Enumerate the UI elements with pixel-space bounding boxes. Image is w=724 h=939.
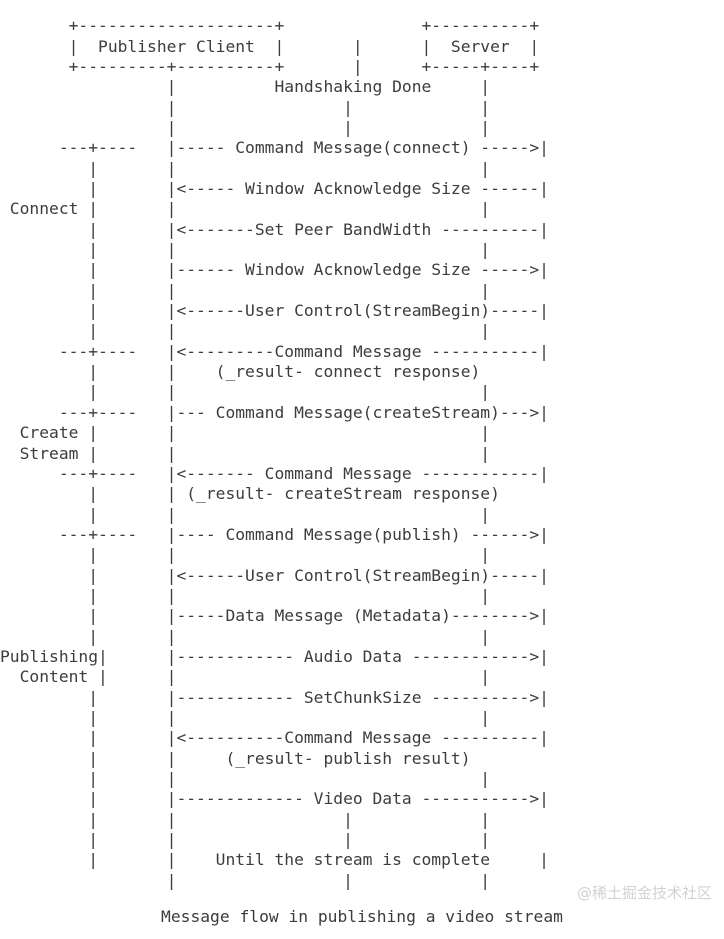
ascii-row: | | | xyxy=(0,769,491,789)
ascii-row: Publishing| |------------ Audio Data ---… xyxy=(0,646,549,666)
ascii-row: | |<----------Command Message ----------… xyxy=(0,728,549,748)
ascii-row: | | (_result- connect response) xyxy=(0,362,481,382)
ascii-sequence-diagram: +--------------------+ +----------+ | Pu… xyxy=(0,16,724,891)
ascii-row: | | | xyxy=(0,97,491,117)
ascii-row: | | | xyxy=(0,118,491,138)
ascii-row: | | | xyxy=(0,626,491,646)
ascii-row: Create | | | xyxy=(0,423,491,443)
ascii-row: | | | | xyxy=(0,830,491,850)
ascii-row: ---+---- |<------- Command Message -----… xyxy=(0,463,549,483)
ascii-row: Connect | | | xyxy=(0,199,491,219)
ascii-row: | |------------ SetChunkSize ---------->… xyxy=(0,687,549,707)
ascii-row: | | | xyxy=(0,382,491,402)
ascii-row: ---+---- |----- Command Message(connect)… xyxy=(0,138,549,158)
ascii-row: | | | xyxy=(0,707,491,727)
ascii-row: ---+---- |--- Command Message(createStre… xyxy=(0,402,549,422)
ascii-row: | |<------User Control(StreamBegin)-----… xyxy=(0,301,549,321)
ascii-row: | | Until the stream is complete | xyxy=(0,850,549,870)
community-watermark: @稀土掘金技术社区 xyxy=(576,884,712,902)
ascii-row: +---------+----------+ | +-----+----+ xyxy=(0,56,540,76)
ascii-row: | |<----- Window Acknowledge Size ------… xyxy=(0,179,549,199)
ascii-row: | | | xyxy=(0,585,491,605)
ascii-row: | | | xyxy=(0,870,491,890)
ascii-row: | | | xyxy=(0,280,491,300)
ascii-row: | |<-------Set Peer BandWidth ----------… xyxy=(0,219,549,239)
ascii-row: | | | xyxy=(0,504,491,524)
ascii-row: | |<------User Control(StreamBegin)-----… xyxy=(0,565,549,585)
ascii-row: | |------ Window Acknowledge Size ----->… xyxy=(0,260,549,280)
ascii-row: | |-----Data Message (Metadata)-------->… xyxy=(0,606,549,626)
ascii-row: | | | xyxy=(0,158,491,178)
diagram-caption: Message flow in publishing a video strea… xyxy=(161,907,563,926)
ascii-row: ---+---- |---- Command Message(publish) … xyxy=(0,524,549,544)
ascii-row: | | | | xyxy=(0,809,491,829)
ascii-row: | | (_result- publish result) xyxy=(0,748,471,768)
ascii-row: | | | xyxy=(0,321,491,341)
ascii-row: Content | | | xyxy=(0,667,491,687)
ascii-row: | | (_result- createStream response) xyxy=(0,484,500,504)
ascii-row: | |------------- Video Data ----------->… xyxy=(0,789,549,809)
ascii-row: | Handshaking Done | xyxy=(0,77,491,97)
ascii-row: Stream | | | xyxy=(0,443,491,463)
ascii-row: | | | xyxy=(0,545,491,565)
ascii-row: ---+---- |<---------Command Message ----… xyxy=(0,341,549,361)
ascii-row: +--------------------+ +----------+ xyxy=(0,16,540,36)
ascii-row: | Publisher Client | | | Server | xyxy=(0,36,540,56)
ascii-row: | | | xyxy=(0,240,491,260)
